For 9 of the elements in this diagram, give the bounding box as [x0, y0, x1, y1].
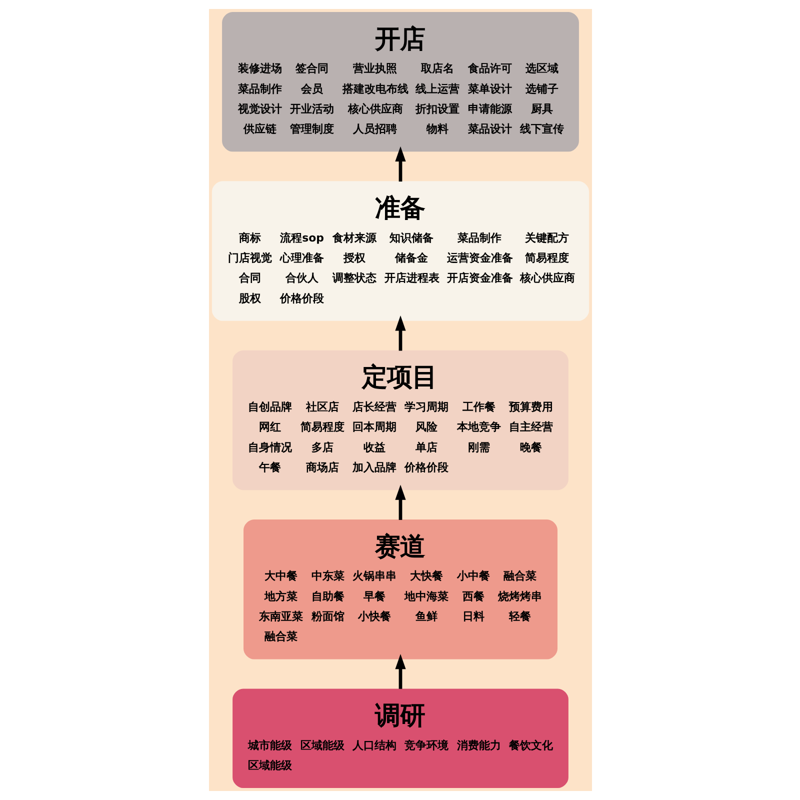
node-box: 调研 城市能级 区域能级 人口结构 竞争环境 消费能力 餐饮文化 区域能级 — [232, 688, 568, 788]
node-box: 定项目 自创品牌 社区店 店长经营 学习周期 工作餐 预算费用 网红 简易程度 回本周期 风险 本地竞争 自主经营 自身情况 多店 收益 单店 刚需 晚餐 午餐 商场店 加入品牌 价格价段 — [232, 350, 568, 490]
arrow — [394, 654, 406, 689]
node-box: 赛道 大中餐 中东菜 火锅串串 大快餐 小中餐 融合菜 地方菜 自助餐 早餐 地中海菜 西餐 烧烤烤串 东南亚菜 粉面馆 小快餐 鱼鲜 日料 轻餐 融合菜 — [243, 520, 557, 660]
arrow — [394, 316, 406, 351]
arrow — [394, 484, 406, 520]
arrow — [394, 146, 406, 182]
node-box: 开店 装修进场 签合同 营业执照 取店名 食品许可 选区域 菜品制作 会员 搭建改电布线 线上运营 菜单设计 选铺子 视觉设计 开业活动 核心供应商 折扣设置 申请能源 厨具 供应链 管理制度 人员招聘 物料 菜品设计 线下宣传 — [222, 12, 578, 152]
node-box: 准备 商标 流程sop 食材来源 知识储备 菜品制作 关键配方 门店视觉 心理准备 授权 储备金 运营资金准备 简易程度 合同 合伙人 调整状态 开店进程表 开店资金准备 核心供应商 股权 价格价段 — [211, 181, 589, 321]
